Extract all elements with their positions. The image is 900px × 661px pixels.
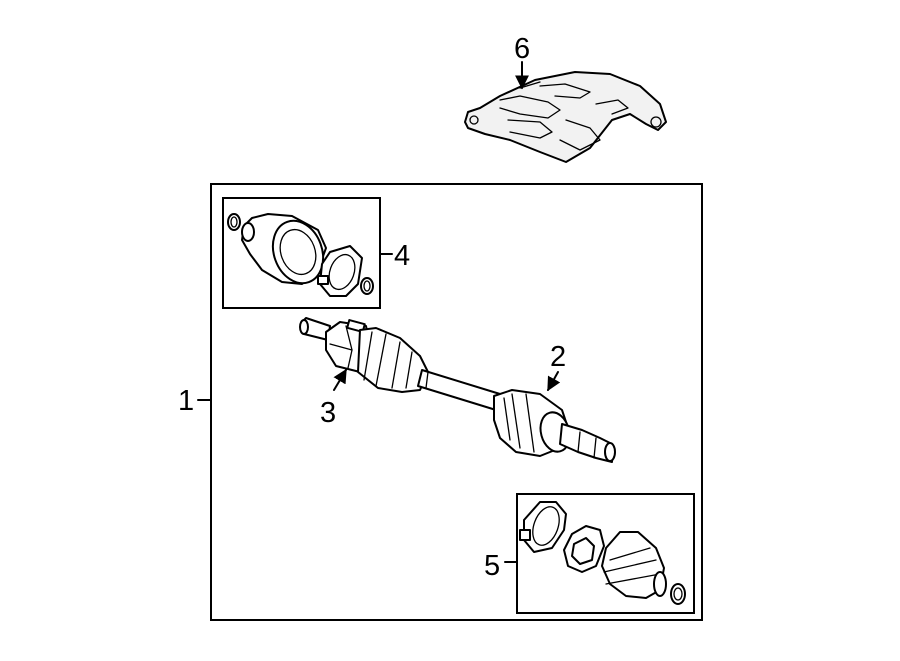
callout-1: 1 [178, 385, 194, 417]
outer-boot-kit-frame [516, 493, 695, 614]
arrow-3 [333, 368, 347, 391]
cv-axle [299, 317, 616, 463]
assembly-frame [210, 183, 703, 621]
callout-4: 4 [394, 240, 410, 272]
outer-boot-kit-parts [519, 501, 686, 605]
callout-6: 6 [514, 33, 530, 65]
callout-5: 5 [484, 550, 500, 582]
callout-2: 2 [550, 341, 566, 373]
callout-3: 3 [320, 397, 336, 429]
inner-boot-kit-parts [227, 213, 374, 297]
heat-shield [464, 71, 667, 163]
arrow-2 [547, 371, 561, 392]
